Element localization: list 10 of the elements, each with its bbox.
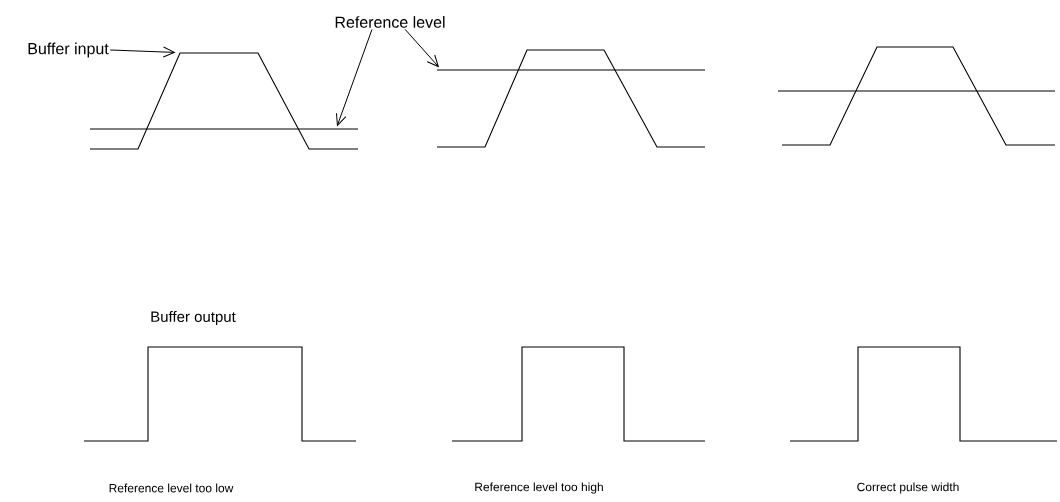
caption: Reference level too low	[109, 483, 234, 493]
caption: Correct pulse width	[857, 482, 959, 494]
caption: Buffer output	[151, 311, 236, 325]
text-label: Buffer input	[28, 42, 109, 58]
text-label: Reference level	[335, 16, 445, 28]
reference-line	[436, 69, 706, 71]
leader-line	[109, 46, 175, 58]
leader-line	[404, 28, 439, 68]
caption: Reference level too high	[475, 482, 603, 494]
leader-line	[335, 28, 373, 126]
